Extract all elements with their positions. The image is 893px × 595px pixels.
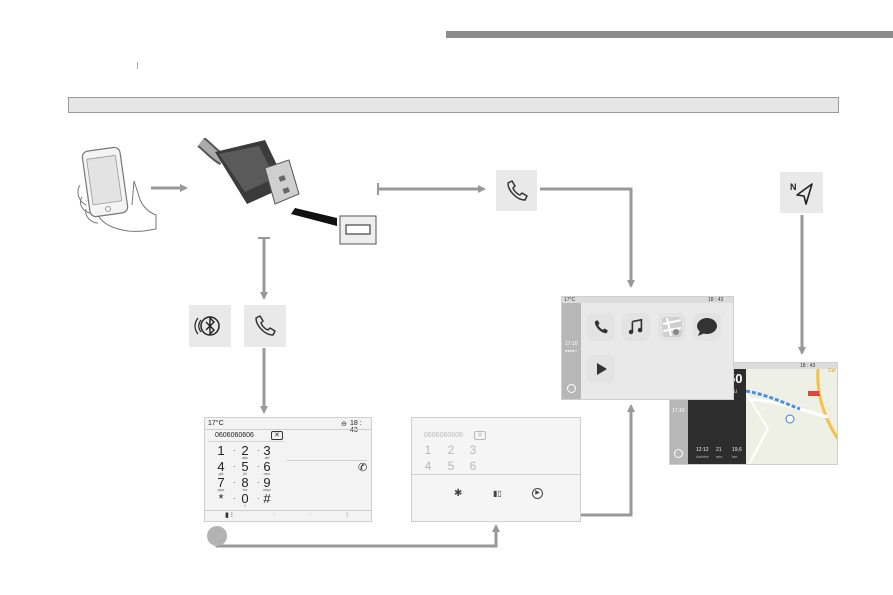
key-separator: · [233,446,236,455]
faded-dial-key: 3 [469,443,477,457]
call-handset-icon[interactable]: ✆ [358,462,368,474]
dial-key[interactable]: 9 [263,475,271,490]
faded-dial-key: 5 [447,459,455,473]
dial-key-letters: + [243,504,247,508]
nav-stat-value: 19,6 [732,447,742,453]
dial-key[interactable]: 3 [263,443,271,458]
dialed-number: 0606060606 [215,432,254,439]
backspace-icon[interactable]: ✕ [271,431,283,440]
press-indicator[interactable] [207,526,227,546]
faded-dial-key: 6 [469,459,477,473]
key-separator: · [257,494,260,503]
navigation-arrow-icon: N [790,182,813,205]
navigation-tile: N [780,172,823,213]
bluetooth-icon [194,316,220,336]
phone-handset-icon [255,315,276,336]
dial-key-letters: wxyz [263,488,271,492]
faded-dial-key: 1 [424,443,432,457]
carplay-home-screen: 17°C 18 : 43 17:10 ●●●●○ [561,296,734,400]
header-rule [446,31,893,38]
dial-key-letters: pqrs [217,488,225,492]
clock-icon: ⊖ [341,421,347,428]
road-badge: D19 [819,390,827,395]
carplay-sidebar [562,303,581,399]
nav-stat-value: 21 [716,447,722,453]
nav-stat-label: Arrivée [696,454,709,459]
dial-key[interactable]: 7 [217,475,225,490]
phone-source-icon[interactable]: ▮▯ [493,489,502,498]
map-side-time: 17:10 [672,408,685,414]
nav-stat-label: min [716,454,723,459]
messages-app-icon[interactable] [693,313,721,341]
dial-key[interactable]: 2 [241,443,249,458]
dial-key-letters: mno [263,472,271,476]
dial-key[interactable]: 4 [217,459,225,474]
usb-cable-icon [197,138,377,245]
now-playing-app-icon[interactable] [587,355,615,383]
arrow-dial-to-faded [215,524,500,548]
faded-dial-key: 4 [424,459,432,473]
bluetooth-tile [189,305,231,347]
carplay-time: 18 : 43 [708,297,724,303]
dial-key[interactable]: * [218,491,224,506]
bluetooth-source-icon[interactable]: ✱ [454,488,463,499]
key-separator: · [257,478,260,487]
dial-key-letters: abc [242,456,248,460]
nav-stat-value: 12:12 [696,447,709,453]
home-button[interactable] [674,449,683,458]
contacts-icon[interactable]: ▮ ⁝ [225,512,234,519]
key-separator: · [257,462,260,471]
temperature-label: 17°C [208,420,224,427]
dial-key[interactable]: 5 [241,459,249,474]
dial-key-letters: tuv [242,488,248,492]
margin-tick [137,62,138,69]
faded-number: 0606060606 [424,432,463,439]
carplay-source-icon[interactable]: ▶ [532,488,543,499]
key-separator: · [233,494,236,503]
carplay-home-button[interactable] [567,384,576,393]
section-banner [68,97,839,113]
phone-handset-icon [506,179,528,201]
carplay-temperature: 17°C [564,297,576,303]
music-app-icon[interactable] [622,313,650,341]
time-label: 18 : 43 [350,420,362,434]
dial-key[interactable]: 8 [241,475,249,490]
dial-key-letters: ghi [218,472,224,476]
arrow-tile-to-carplay [540,187,635,288]
phone-app-icon[interactable] [587,313,615,341]
dial-key[interactable]: 0 [241,491,249,506]
key-separator: · [257,446,260,455]
key-separator: · [233,462,236,471]
dial-key-letters: jkl [243,472,247,476]
faded-dial-key: 2 [447,443,455,457]
dial-key-letters: def [264,456,270,460]
map-time-label: 18 : 43 [800,363,816,369]
dial-key[interactable]: 6 [263,459,271,474]
map-corner-label: Cel [828,368,836,374]
tab-separator: ⁝ [346,512,349,519]
key-separator: · [233,478,236,487]
nav-stat-label: km [732,454,738,459]
tab-separator: · [273,511,276,518]
phone-tile-lower [244,305,286,347]
dial-key[interactable]: 1 [217,443,225,458]
carplay-side-time: 17:10 [565,341,578,347]
phone-tile [496,170,537,211]
smartphone-in-hand-icon [77,146,157,232]
signal-dots: ●●●●○ [565,348,578,353]
svg-text:N: N [790,182,797,192]
tab-separator: · [309,511,312,518]
dial-key[interactable]: # [263,491,271,506]
faded-backspace-icon: ✕ [474,431,486,440]
maps-app-icon[interactable] [658,313,686,341]
